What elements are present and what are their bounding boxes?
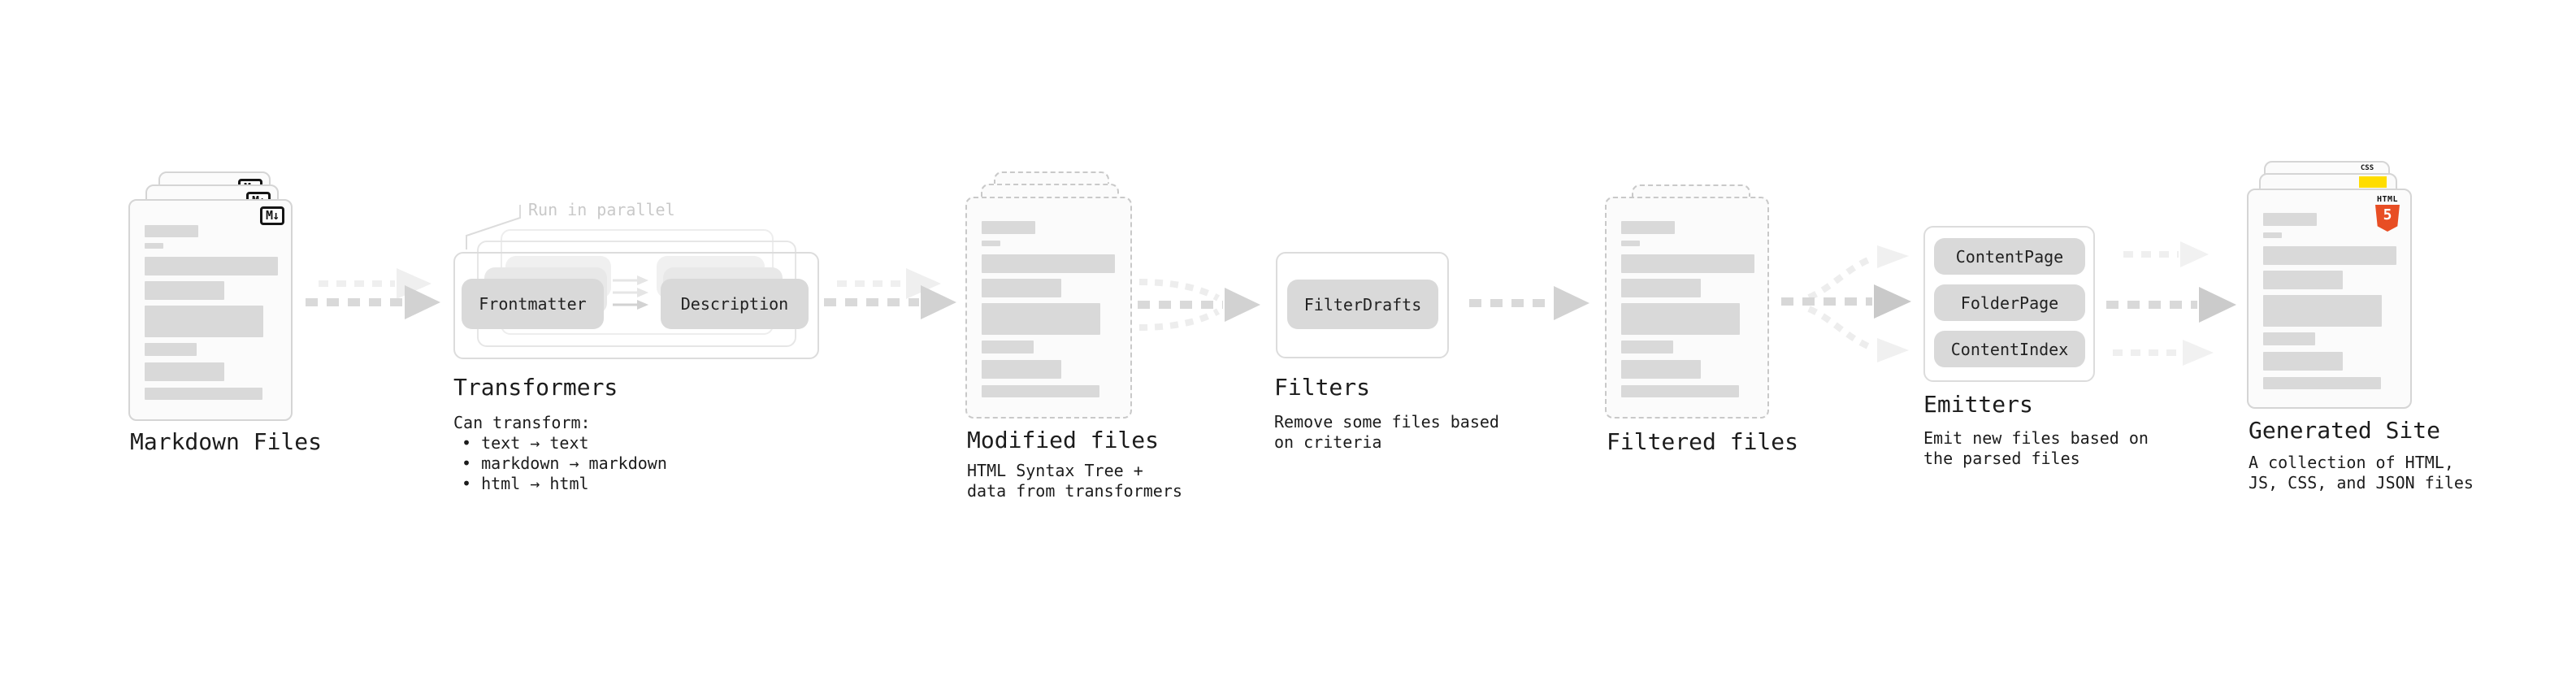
transformer-box-front [453, 252, 819, 359]
transformers-desc-title: Can transform: [453, 413, 591, 432]
skeleton-bar [1621, 279, 1701, 297]
contentindex-pill: ContentIndex [1934, 331, 2085, 367]
skeleton-bar [2263, 271, 2343, 289]
skeleton-bar [1621, 254, 1754, 273]
subtitle-line: HTML Syntax Tree + [967, 461, 1143, 480]
skeleton-bar [2263, 295, 2382, 327]
javascript-icon [2359, 176, 2387, 188]
modified-files-subtitle: HTML Syntax Tree + data from transformer… [967, 461, 1182, 501]
skeleton-bar [1621, 340, 1673, 354]
skeleton-bar [2263, 213, 2317, 226]
dashed-file-card-front [965, 197, 1132, 419]
subtitle-line: JS, CSS, and JSON files [2249, 473, 2474, 492]
stage-label-filtered-files: Filtered files [1607, 428, 1799, 455]
frontmatter-pill: Frontmatter [462, 279, 604, 329]
skeleton-bar [145, 243, 163, 249]
html5-number: 5 [2383, 206, 2392, 223]
dashed-file-card-front [1605, 197, 1769, 419]
stage-label-transformers: Transformers [453, 374, 618, 401]
skeleton-bar [982, 303, 1100, 335]
folderpage-pill: FolderPage [1934, 284, 2085, 321]
html5-icon: HTML 5 [2374, 195, 2401, 232]
skeleton-bar [2263, 332, 2315, 345]
filterdrafts-pill: FilterDrafts [1287, 280, 1438, 329]
arrow-modified-to-filters [1138, 279, 1260, 331]
skeleton-bar [2263, 232, 2282, 238]
stage-label-modified-files: Modified files [967, 427, 1160, 453]
run-in-parallel-note: Run in parallel [528, 200, 675, 219]
subtitle-line: the parsed files [1923, 449, 2080, 468]
skeleton-bar [1621, 241, 1640, 246]
arrow-filters-to-filtered [1469, 286, 1589, 320]
emitters-subtitle: Emit new files based on the parsed files [1923, 428, 2149, 469]
subtitle-line: Emit new files based on [1923, 428, 2149, 448]
arrow-emitters-to-generated [2106, 241, 2236, 366]
transformers-description: Can transform: • text → text • markdown … [453, 413, 667, 494]
file-card-front: M↓ [128, 199, 293, 421]
stage-label-markdown-files: Markdown Files [130, 428, 323, 455]
skeleton-bar [982, 241, 1000, 246]
contentpage-pill: ContentPage [1934, 238, 2085, 275]
file-card-front-html: HTML 5 [2247, 189, 2412, 409]
stage-label-filters: Filters [1274, 374, 1371, 401]
skeleton-bar [145, 343, 197, 356]
html5-shield: 5 [2375, 205, 2400, 232]
skeleton-bar [982, 340, 1034, 354]
skeleton-bar [2263, 352, 2343, 371]
arrow-markdown-to-transformers [306, 268, 440, 319]
skeleton-bar [982, 279, 1061, 297]
skeleton-bar [982, 254, 1115, 273]
html5-icon-label: HTML [2376, 195, 2399, 204]
skeleton-bar [145, 257, 278, 275]
skeleton-bar [982, 221, 1035, 234]
subtitle-line: on criteria [1274, 432, 1382, 452]
subtitle-line: A collection of HTML, [2249, 453, 2454, 472]
skeleton-bar [1621, 221, 1675, 234]
transformers-bullet: • markdown → markdown [462, 453, 667, 473]
skeleton-bar [145, 362, 224, 381]
description-pill: Description [661, 279, 809, 329]
stage-label-emitters: Emitters [1923, 391, 2033, 418]
stage-label-generated-site: Generated Site [2249, 417, 2441, 444]
skeleton-bar [145, 388, 262, 400]
markdown-icon: M↓ [259, 206, 284, 225]
skeleton-bar [1621, 360, 1701, 379]
skeleton-bar [1621, 303, 1740, 335]
arrow-filtered-to-emitters [1781, 245, 1911, 362]
transformers-bullet: • html → html [462, 474, 589, 493]
arrow-transformers-to-modified [824, 268, 956, 319]
skeleton-bar [145, 306, 263, 337]
transformers-bullet: • text → text [462, 433, 589, 453]
skeleton-bar [145, 225, 198, 237]
skeleton-bar [1621, 385, 1739, 397]
skeleton-bar [2263, 377, 2381, 389]
filters-subtitle: Remove some files based on criteria [1274, 412, 1499, 453]
css-icon-label: CSS [2360, 164, 2374, 172]
subtitle-line: data from transformers [967, 481, 1182, 501]
skeleton-bar [145, 281, 224, 300]
generated-site-subtitle: A collection of HTML, JS, CSS, and JSON … [2249, 453, 2474, 493]
subtitle-line: Remove some files based [1274, 412, 1499, 432]
skeleton-bar [982, 385, 1099, 397]
skeleton-bar [2263, 246, 2396, 265]
skeleton-bar [982, 360, 1061, 379]
